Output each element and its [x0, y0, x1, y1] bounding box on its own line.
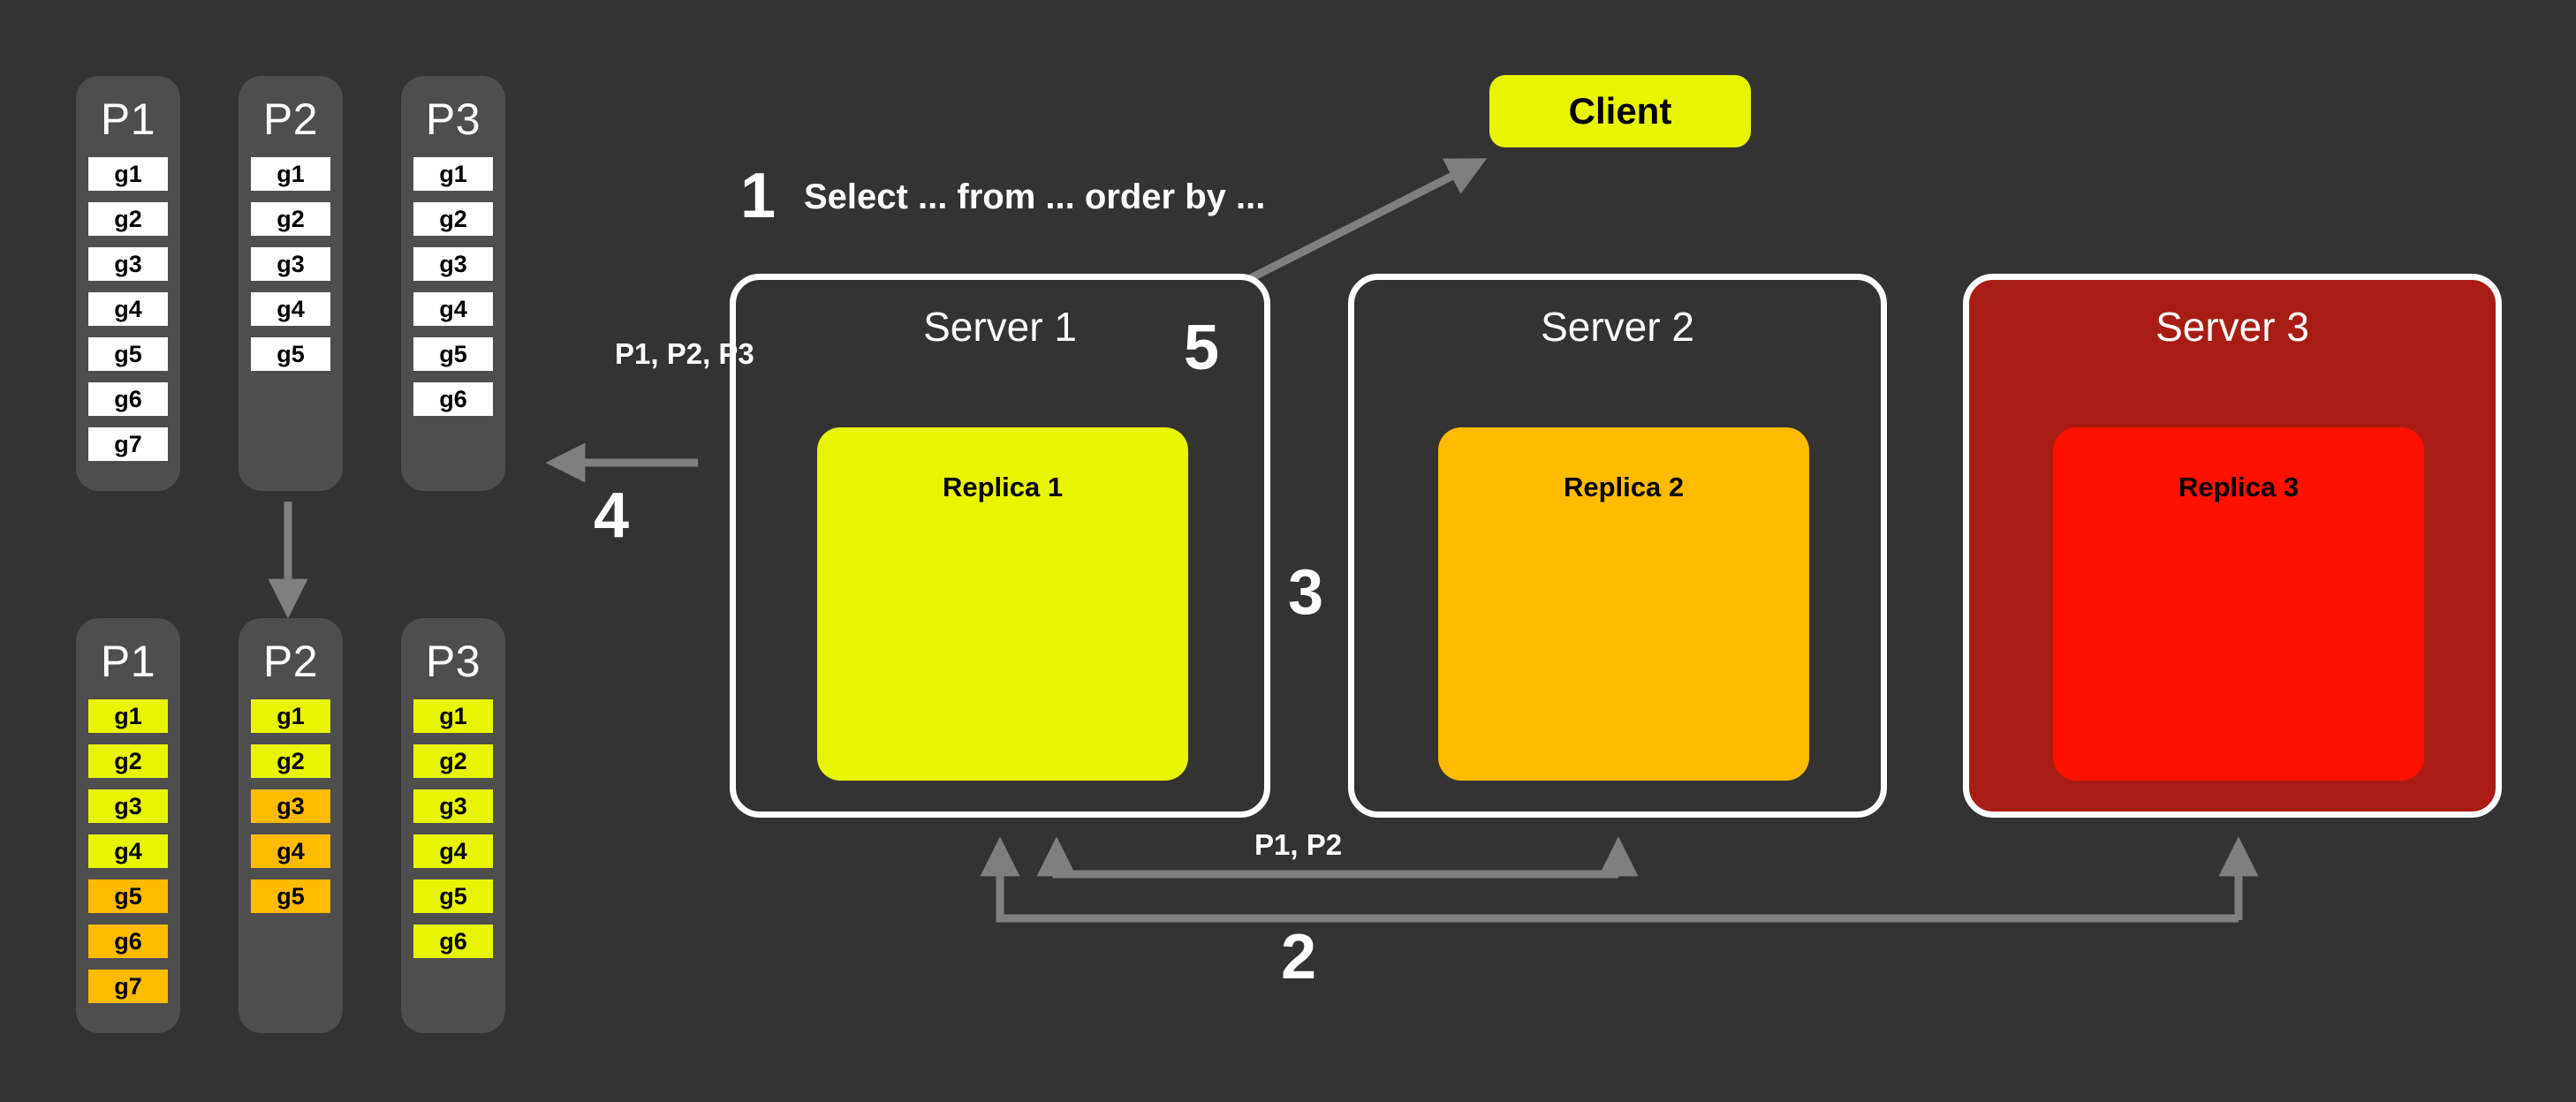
- partition-label: P3: [425, 637, 481, 686]
- partition-cell: g4: [88, 292, 168, 326]
- arrow-step-2-server3-to-server1: [980, 836, 2259, 923]
- partition-cell: g2: [251, 744, 330, 778]
- partition-after-p2: P2 g1 g2 g3 g4 g5: [239, 618, 343, 1033]
- server-1-title: Server 1: [923, 304, 1077, 350]
- partition-cell: g4: [251, 292, 330, 326]
- partition-cell: g5: [413, 879, 493, 913]
- server-1-box[interactable]: Server 1 Replica 1: [730, 274, 1270, 818]
- partition-cell: g2: [88, 744, 168, 778]
- partition-cell: g6: [88, 382, 168, 416]
- partition-cell: g3: [251, 247, 330, 281]
- partition-cell: g7: [88, 970, 168, 1003]
- partition-cell: g2: [251, 202, 330, 236]
- partition-cell: g2: [413, 744, 493, 778]
- partition-cell: g4: [88, 834, 168, 868]
- replica-3-box[interactable]: Replica 3: [2053, 427, 2424, 781]
- partition-after-p1: P1 g1 g2 g3 g4 g5 g6 g7: [76, 618, 180, 1033]
- partition-cell-list: g1 g2 g3 g4 g5 g6: [413, 699, 493, 958]
- partition-cell: g2: [88, 202, 168, 236]
- partition-before-p3: P3 g1 g2 g3 g4 g5 g6: [401, 76, 505, 491]
- partition-cell: g4: [251, 834, 330, 868]
- step-number-4: 4: [594, 480, 630, 551]
- partition-cell: g5: [88, 337, 168, 371]
- partition-cell: g5: [251, 337, 330, 371]
- server-3-box[interactable]: Server 3 Replica 3: [1963, 274, 2502, 818]
- replica-3-label: Replica 3: [2178, 472, 2299, 502]
- partition-cell: g1: [88, 699, 168, 733]
- step-number-5: 5: [1184, 313, 1220, 383]
- server-2-title: Server 2: [1541, 304, 1694, 350]
- partition-cell: g3: [413, 789, 493, 823]
- partition-cell: g5: [251, 879, 330, 913]
- label-p1-p2: P1, P2: [1254, 828, 1343, 861]
- server-2-box[interactable]: Server 2 Replica 2: [1348, 274, 1887, 818]
- replica-2-label: Replica 2: [1563, 472, 1685, 502]
- partition-cell-list: g1 g2 g3 g4 g5: [251, 157, 330, 371]
- partition-cell: g1: [251, 699, 330, 733]
- partition-cell: g3: [251, 789, 330, 823]
- partition-cell: g7: [88, 427, 168, 461]
- step-number-3: 3: [1288, 557, 1324, 628]
- replica-1-label: Replica 1: [942, 472, 1064, 502]
- partition-label: P1: [100, 94, 156, 144]
- partition-cell: g1: [88, 157, 168, 191]
- partition-cell: g3: [88, 789, 168, 823]
- partition-cell: g1: [251, 157, 330, 191]
- replica-2-box[interactable]: Replica 2: [1438, 427, 1809, 781]
- partition-cell: g1: [413, 157, 493, 191]
- partition-cell: g3: [88, 247, 168, 281]
- partition-label: P2: [262, 94, 319, 144]
- client-box[interactable]: Client: [1489, 75, 1751, 147]
- partition-before-p1: P1 g1 g2 g3 g4 g5 g6 g7: [76, 76, 180, 491]
- partition-cell: g5: [413, 337, 493, 371]
- step-number-2: 2: [1281, 922, 1317, 993]
- partition-cell: g5: [88, 879, 168, 913]
- partition-before-p2: P2 g1 g2 g3 g4 g5: [239, 76, 343, 491]
- partition-cell-list: g1 g2 g3 g4 g5 g6 g7: [88, 699, 168, 1003]
- partition-after-p3: P3 g1 g2 g3 g4 g5 g6: [401, 618, 505, 1033]
- partition-cell: g6: [88, 925, 168, 958]
- partition-cell: g2: [413, 202, 493, 236]
- label-p1-p2-p3: P1, P2, P3: [615, 337, 754, 370]
- partition-cell-list: g1 g2 g3 g4 g5: [251, 699, 330, 913]
- partition-cell-list: g1 g2 g3 g4 g5 g6: [413, 157, 493, 416]
- step-number-1: 1: [740, 161, 777, 231]
- partition-label: P1: [100, 637, 156, 686]
- client-label: Client: [1568, 90, 1672, 132]
- partition-label: P3: [425, 94, 481, 144]
- query-text: Select ... from ... order by ...: [804, 177, 1266, 216]
- partition-cell: g4: [413, 292, 493, 326]
- server-3-title: Server 3: [2156, 304, 2309, 350]
- partition-cell: g3: [413, 247, 493, 281]
- partition-cell: g6: [413, 925, 493, 958]
- partition-label: P2: [262, 637, 319, 686]
- partition-cell: g6: [413, 382, 493, 416]
- partition-cell-list: g1 g2 g3 g4 g5 g6 g7: [88, 157, 168, 461]
- partition-cell: g1: [413, 699, 493, 733]
- replica-1-box[interactable]: Replica 1: [817, 427, 1188, 781]
- partition-cell: g4: [413, 834, 493, 868]
